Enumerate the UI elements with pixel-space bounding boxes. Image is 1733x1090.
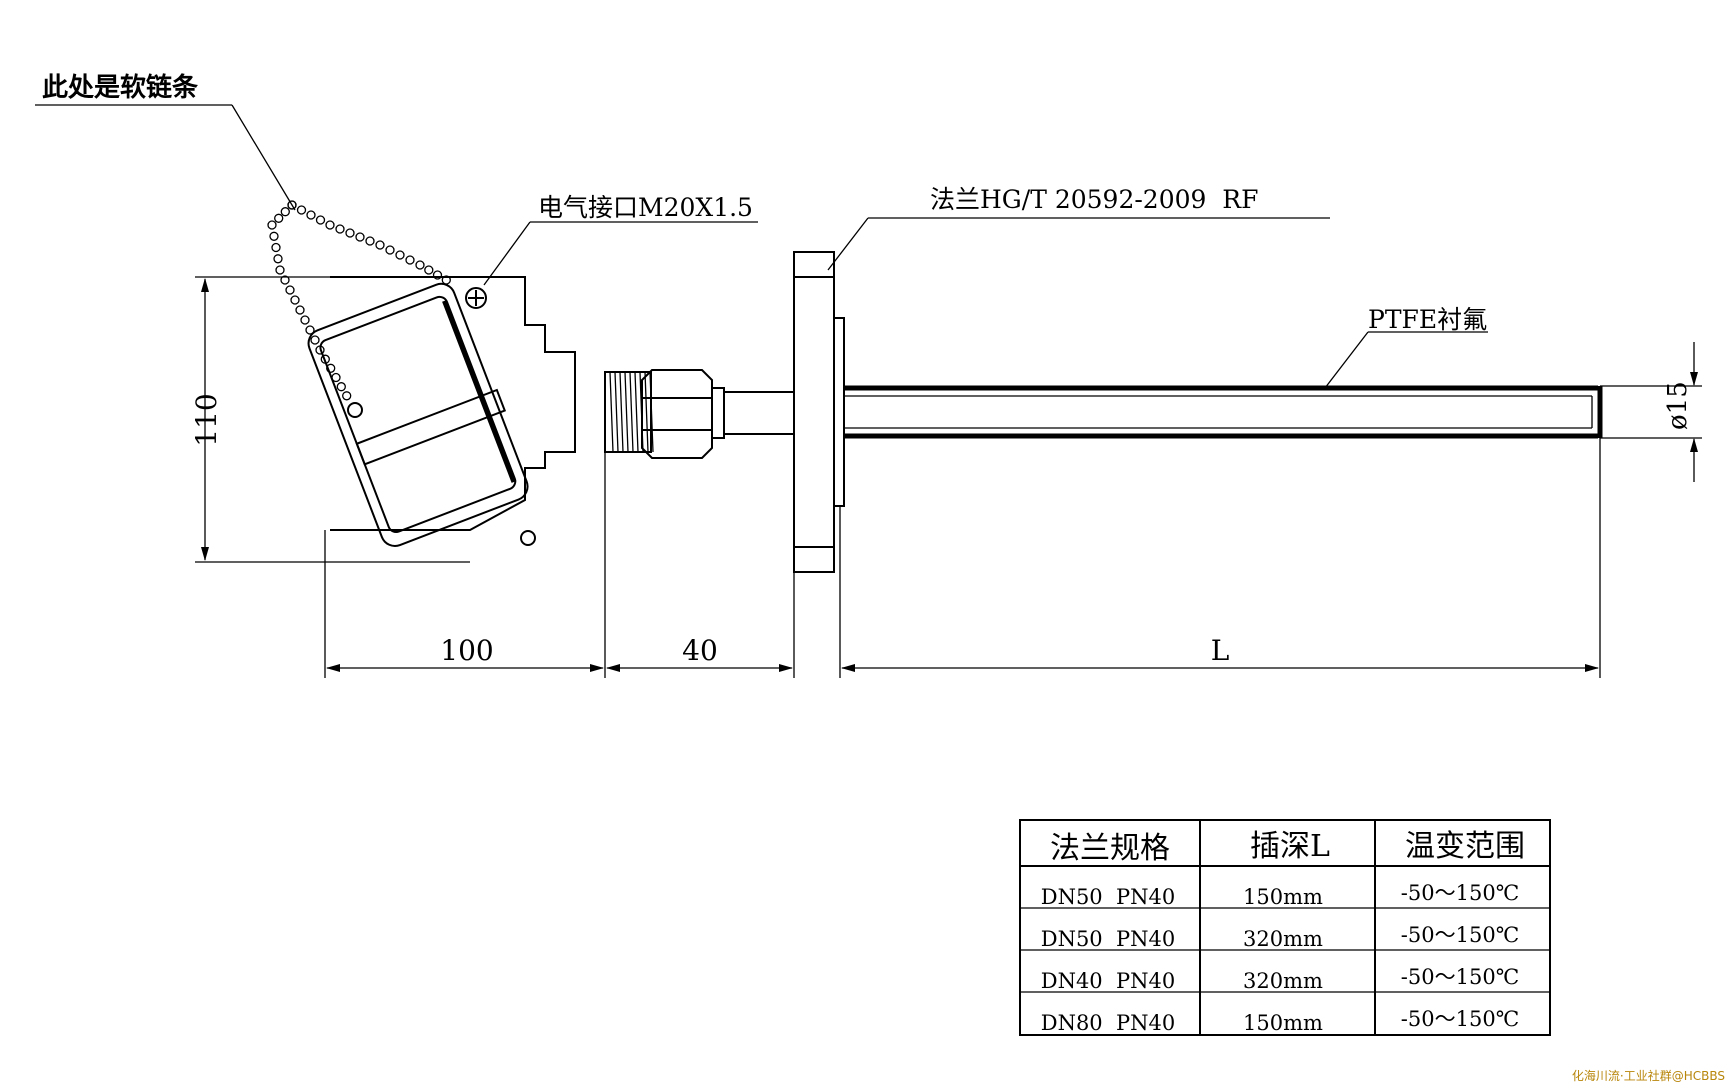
leader-lines bbox=[35, 104, 1488, 389]
table-cell: -50～150℃ bbox=[1401, 1007, 1519, 1031]
chain-bead bbox=[280, 207, 290, 217]
chain-bead bbox=[342, 391, 352, 401]
table-cell: 320mm bbox=[1243, 969, 1323, 993]
chain-bead bbox=[273, 254, 283, 264]
chain-bead bbox=[365, 236, 375, 246]
threaded-connection bbox=[604, 369, 795, 459]
chain-bead bbox=[335, 224, 345, 234]
chain-bead bbox=[331, 372, 341, 383]
table-cell: DN50 PN40 bbox=[1041, 927, 1176, 951]
table-cell: -50～150℃ bbox=[1401, 881, 1519, 905]
thread-ridge bbox=[609, 371, 614, 453]
chain-bead bbox=[315, 215, 326, 225]
chain-bead bbox=[305, 325, 315, 335]
chain-bead bbox=[267, 220, 277, 230]
chain-bead bbox=[345, 228, 355, 238]
chain-bead bbox=[300, 315, 310, 325]
insertion-dimension: L bbox=[1211, 634, 1230, 667]
dimension-horizontal bbox=[324, 438, 1601, 678]
table-cell: DN80 PN40 bbox=[1041, 1011, 1176, 1035]
thread-ridge bbox=[619, 371, 624, 453]
chain-bead bbox=[285, 285, 295, 295]
height-dimension: 110 bbox=[190, 393, 223, 446]
chain-bead bbox=[326, 363, 336, 373]
table-header-insertion: 插深L bbox=[1250, 829, 1330, 864]
chain-bead bbox=[290, 295, 300, 305]
chain-bead bbox=[306, 210, 316, 220]
chain-bead bbox=[274, 213, 284, 223]
chain-bead bbox=[405, 255, 415, 265]
chain-label: 此处是软链条 bbox=[42, 72, 199, 103]
chain-bead bbox=[280, 275, 290, 285]
chain-bead bbox=[432, 270, 443, 280]
chain-anchor-icon bbox=[347, 402, 363, 418]
chain-bead bbox=[415, 260, 425, 270]
chain-bead bbox=[271, 242, 281, 253]
head-cover bbox=[307, 282, 529, 547]
screw-icon bbox=[465, 287, 487, 309]
chain-bead bbox=[336, 382, 346, 392]
neck-length-dimension: 40 bbox=[682, 634, 718, 667]
dimension-height bbox=[195, 276, 470, 563]
head-length-dimension: 100 bbox=[440, 634, 493, 667]
table-cell: -50～150℃ bbox=[1401, 923, 1519, 947]
chain-bead bbox=[315, 345, 325, 355]
thread-ridge bbox=[614, 371, 619, 453]
chain-bead bbox=[395, 250, 405, 260]
table-header-temperature: 温变范围 bbox=[1405, 829, 1525, 864]
table-cell: 150mm bbox=[1243, 885, 1323, 909]
electrical-port-label: 电气接口M20X1.5 bbox=[538, 193, 753, 222]
diameter-label: ø15 bbox=[1663, 381, 1693, 430]
table-cell: 150mm bbox=[1243, 1011, 1323, 1035]
hinge-icon bbox=[520, 530, 536, 546]
dimension-diameter bbox=[1600, 342, 1702, 482]
thermowell bbox=[844, 385, 1603, 439]
chain-bead bbox=[325, 220, 335, 230]
flange-standard-label: 法兰HG/T 20592-2009 RF bbox=[930, 185, 1258, 214]
lining-label: PTFE衬氟 bbox=[1368, 305, 1487, 334]
table-cell: 320mm bbox=[1243, 927, 1323, 951]
chain-bead bbox=[269, 231, 279, 241]
table-cell: -50～150℃ bbox=[1401, 965, 1519, 989]
chain-bead bbox=[310, 335, 320, 345]
chain-bead bbox=[296, 205, 307, 215]
chain-bead bbox=[320, 354, 330, 364]
thread-ridge bbox=[634, 371, 639, 453]
chain-bead bbox=[441, 275, 451, 285]
chain-bead bbox=[385, 245, 395, 255]
thread-ridge bbox=[649, 371, 654, 453]
thread-ridge bbox=[629, 371, 634, 453]
table-header-flange: 法兰规格 bbox=[1050, 831, 1170, 866]
thread-ridge bbox=[624, 371, 629, 453]
chain-bead bbox=[375, 240, 385, 250]
chain-bead bbox=[275, 265, 285, 275]
table-cell: DN50 PN40 bbox=[1041, 885, 1176, 909]
soft-chain bbox=[267, 200, 451, 401]
neck-tube bbox=[723, 391, 795, 435]
hex-nut bbox=[641, 369, 713, 459]
spec-table: 法兰规格 插深L 温变范围 DN50 PN40 150mm -50～150℃ D… bbox=[1019, 819, 1551, 1036]
chain-bead bbox=[287, 200, 297, 210]
junction-head bbox=[307, 276, 576, 547]
chain-bead bbox=[295, 305, 305, 315]
table-cell: DN40 PN40 bbox=[1041, 969, 1176, 993]
flange bbox=[793, 251, 845, 573]
thread-ridge bbox=[644, 371, 649, 453]
chain-bead bbox=[424, 265, 434, 275]
watermark: 化海川流·工业社群@HCBBS bbox=[1571, 1069, 1725, 1083]
chain-bead bbox=[355, 232, 365, 242]
